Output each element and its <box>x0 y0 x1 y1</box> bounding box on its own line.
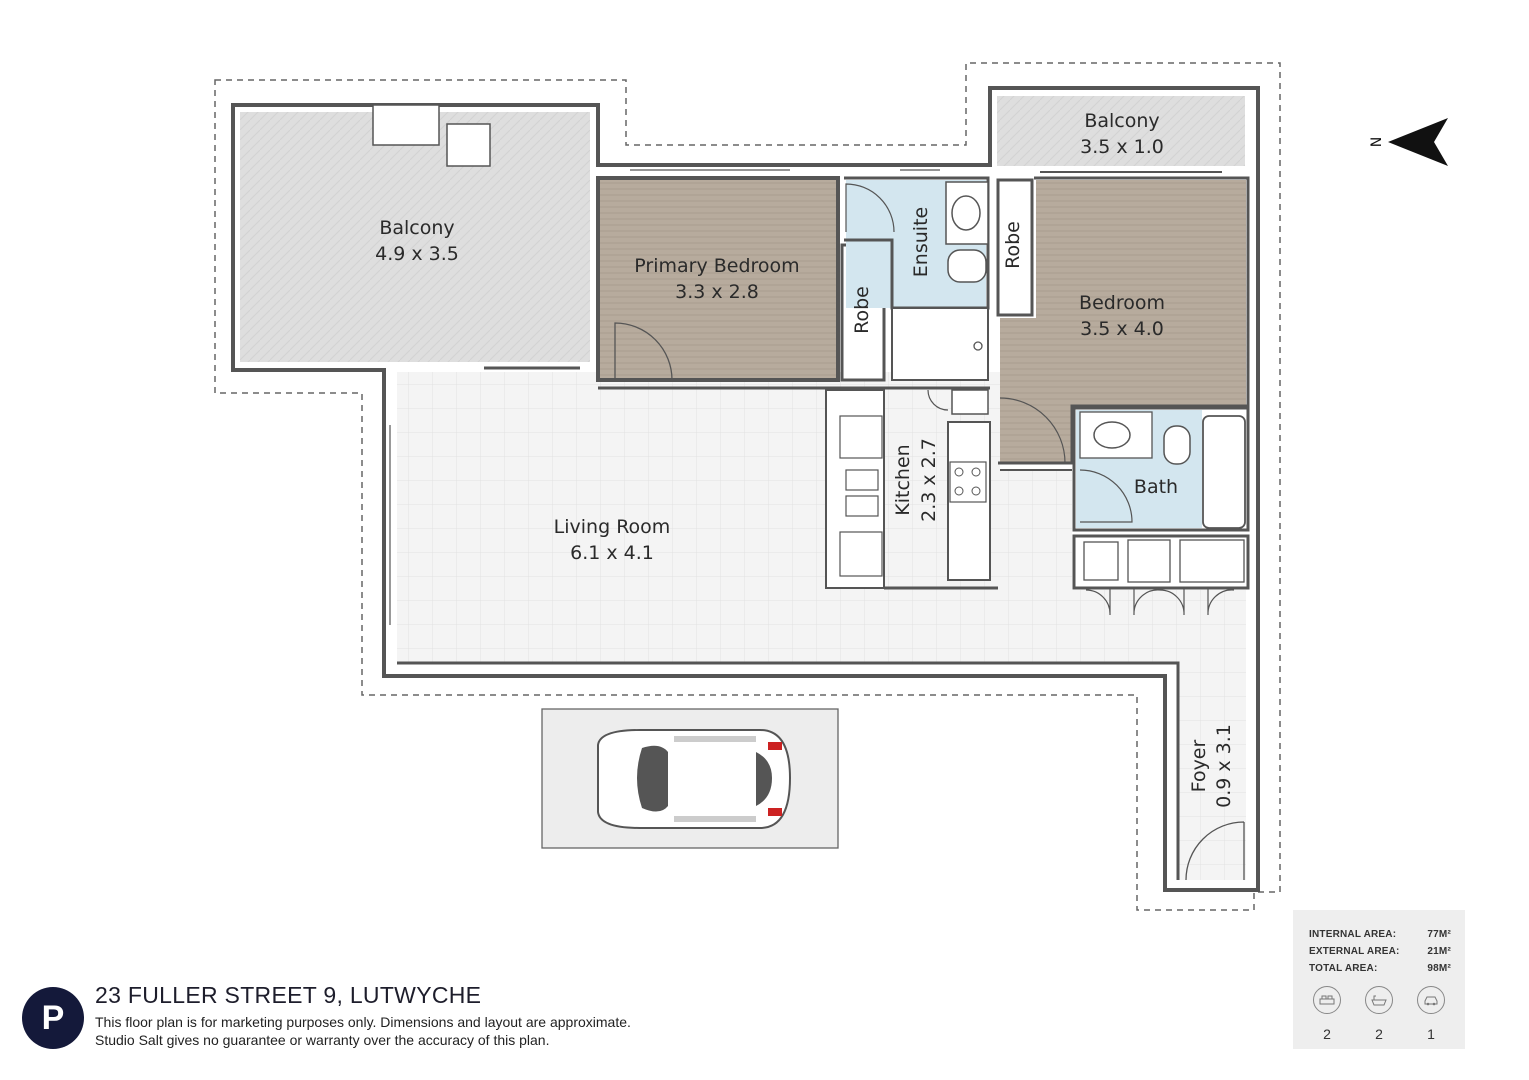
brand-logo: P <box>22 987 84 1049</box>
total-area-value: 98M² <box>1427 963 1451 974</box>
shower-head-icon <box>973 341 983 351</box>
primary-bedroom-dims: 3.3 x 2.8 <box>675 281 759 303</box>
bedroom-walls <box>998 176 1250 465</box>
toilet-icon <box>947 249 987 283</box>
bathtub-icon <box>1202 415 1246 529</box>
laundry-tub-icon <box>1083 541 1119 581</box>
feature-car-spaces: 1 <box>1416 986 1446 1042</box>
robe-bedroom <box>996 178 1034 317</box>
robe-bedroom-label: Robe <box>1002 221 1024 269</box>
balcony-small-floor <box>997 96 1245 166</box>
living-room-name: Living Room <box>554 516 671 538</box>
balcony-small-name: Balcony <box>1084 110 1159 132</box>
balcony-main-floor <box>240 112 590 362</box>
lot-boundary <box>214 62 1281 911</box>
appliance <box>951 389 989 415</box>
bedroom-name: Bedroom <box>1079 292 1165 314</box>
primary-bedroom-name: Primary Bedroom <box>634 255 799 277</box>
primary-bedroom-floor <box>598 180 836 380</box>
stool <box>845 469 879 491</box>
cooktop-icon <box>949 461 987 503</box>
robe-primary-label: Robe <box>851 286 873 334</box>
entry-door <box>1185 821 1245 881</box>
balcony-unit <box>372 104 440 146</box>
foyer-dims: 0.9 x 3.1 <box>1213 724 1235 808</box>
car-icon <box>597 729 792 829</box>
disclaimer: This floor plan is for marketing purpose… <box>95 1013 715 1049</box>
ensuite-label: Ensuite <box>910 207 932 277</box>
bedroom-count: 2 <box>1323 1026 1331 1042</box>
total-area-row: TOTAL AREA: 98M² <box>1309 963 1451 974</box>
balcony-main-dims: 4.9 x 3.5 <box>375 243 459 265</box>
bath-name: Bath <box>1134 476 1178 498</box>
interior-wall <box>397 661 1180 880</box>
bath-walls <box>1072 406 1250 532</box>
balcony-unit <box>446 123 491 167</box>
bedroom-floor <box>1000 180 1246 462</box>
door-swing <box>614 322 673 381</box>
disclaimer-line: This floor plan is for marketing purpose… <box>95 1014 631 1030</box>
north-arrow-icon <box>1388 118 1448 166</box>
stool <box>845 495 879 517</box>
property-address: 23 FULLER STREET 9, LUTWYCHE <box>95 982 482 1008</box>
door-swing <box>1079 469 1133 523</box>
bath-icon <box>1365 986 1393 1014</box>
toilet-icon <box>1163 425 1191 465</box>
feature-bathrooms: 2 <box>1364 986 1394 1042</box>
disclaimer-line: Studio Salt gives no guarantee or warran… <box>95 1032 550 1048</box>
bifold-door <box>1085 588 1161 616</box>
burner-icon <box>971 467 981 477</box>
shower <box>891 307 989 381</box>
external-area-label: EXTERNAL AREA: <box>1309 946 1400 957</box>
kitchen-name: Kitchen <box>892 444 914 515</box>
basin-icon <box>1093 421 1131 449</box>
balcony-small-dims: 3.5 x 1.0 <box>1080 136 1164 158</box>
burner-icon <box>954 486 964 496</box>
internal-area-row: INTERNAL AREA: 77M² <box>1309 929 1451 940</box>
kitchen-dims: 2.3 x 2.7 <box>918 438 940 522</box>
car-icon <box>1417 986 1445 1014</box>
primary-bedroom-walls <box>596 176 840 382</box>
living-room-dims: 6.1 x 4.1 <box>570 542 654 564</box>
stool <box>839 415 883 459</box>
burner-icon <box>954 467 964 477</box>
bed-icon <box>1313 986 1341 1014</box>
foyer-name: Foyer <box>1188 740 1210 793</box>
balcony-main-name: Balcony <box>379 217 454 239</box>
compass: N <box>1369 118 1448 166</box>
appliance <box>1127 539 1171 583</box>
feature-bedrooms: 2 <box>1312 986 1342 1042</box>
door-swing <box>845 183 895 233</box>
external-area-value: 21M² <box>1427 946 1451 957</box>
bedroom-dims: 3.5 x 4.0 <box>1080 318 1164 340</box>
door-swing <box>927 389 949 411</box>
external-area-row: EXTERNAL AREA: 21M² <box>1309 946 1451 957</box>
appliance <box>1179 539 1245 583</box>
bifold-door <box>1159 588 1235 616</box>
total-area-label: TOTAL AREA: <box>1309 963 1378 974</box>
stool <box>839 531 883 577</box>
internal-area-label: INTERNAL AREA: <box>1309 929 1397 940</box>
area-summary: INTERNAL AREA: 77M² EXTERNAL AREA: 21M² … <box>1293 910 1465 1049</box>
bathroom-count: 2 <box>1375 1026 1383 1042</box>
living-floor <box>397 372 1246 880</box>
burner-icon <box>971 486 981 496</box>
basin-icon <box>951 195 981 231</box>
internal-area-value: 77M² <box>1427 929 1451 940</box>
compass-label: N <box>1369 137 1385 147</box>
car-space-count: 1 <box>1427 1026 1435 1042</box>
door-swing <box>999 397 1066 464</box>
